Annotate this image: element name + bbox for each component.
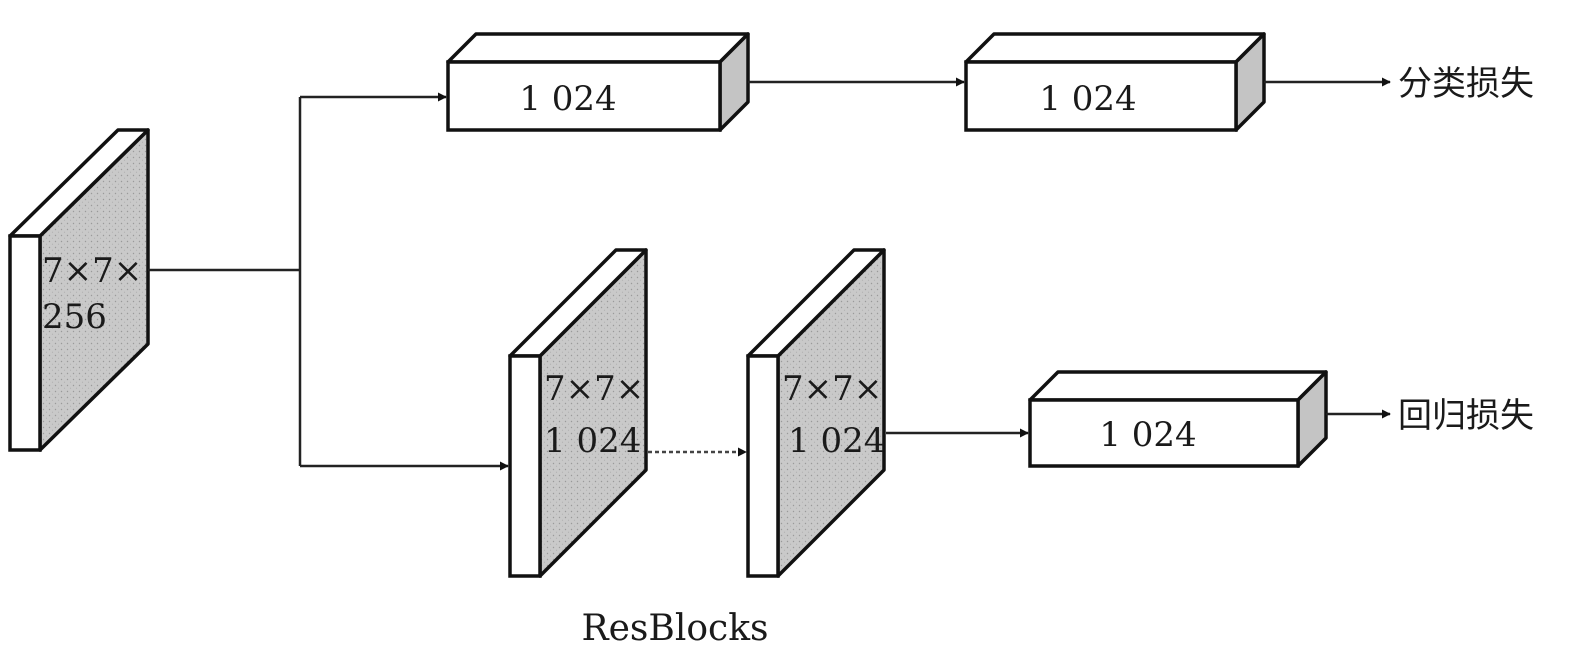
reg-fc-label: 1 024 [1099,415,1196,455]
reg-fc-box: 1 024 [1028,370,1328,468]
branch-connectors [148,92,509,471]
resblock-1-label-line1: 7×7× [544,369,644,409]
regression-loss-label: 回归损失 [1398,396,1534,436]
feature-map-label-line1: 7×7× [42,251,142,291]
cls-fc1-box: 1 024 [446,32,750,132]
classification-loss-label: 分类损失 [1398,64,1534,104]
cls-fc2-box: 1 024 [964,32,1266,132]
cls-fc1-label: 1 024 [519,79,616,119]
resblocks-caption: ResBlocks [582,608,769,649]
resblock-2-label-line1: 7×7× [782,369,882,409]
resblock-2: 7×7× 1 024 [746,248,886,578]
resblock-1: 7×7× 1 024 [508,248,648,578]
resblock-2-label-line2: 1 024 [788,421,885,461]
feature-map-label-line2: 256 [42,297,107,337]
resblock-1-label-line2: 1 024 [544,421,641,461]
cls-fc2-label: 1 024 [1039,79,1136,119]
feature-map-256: 7×7× 256 [8,128,150,452]
